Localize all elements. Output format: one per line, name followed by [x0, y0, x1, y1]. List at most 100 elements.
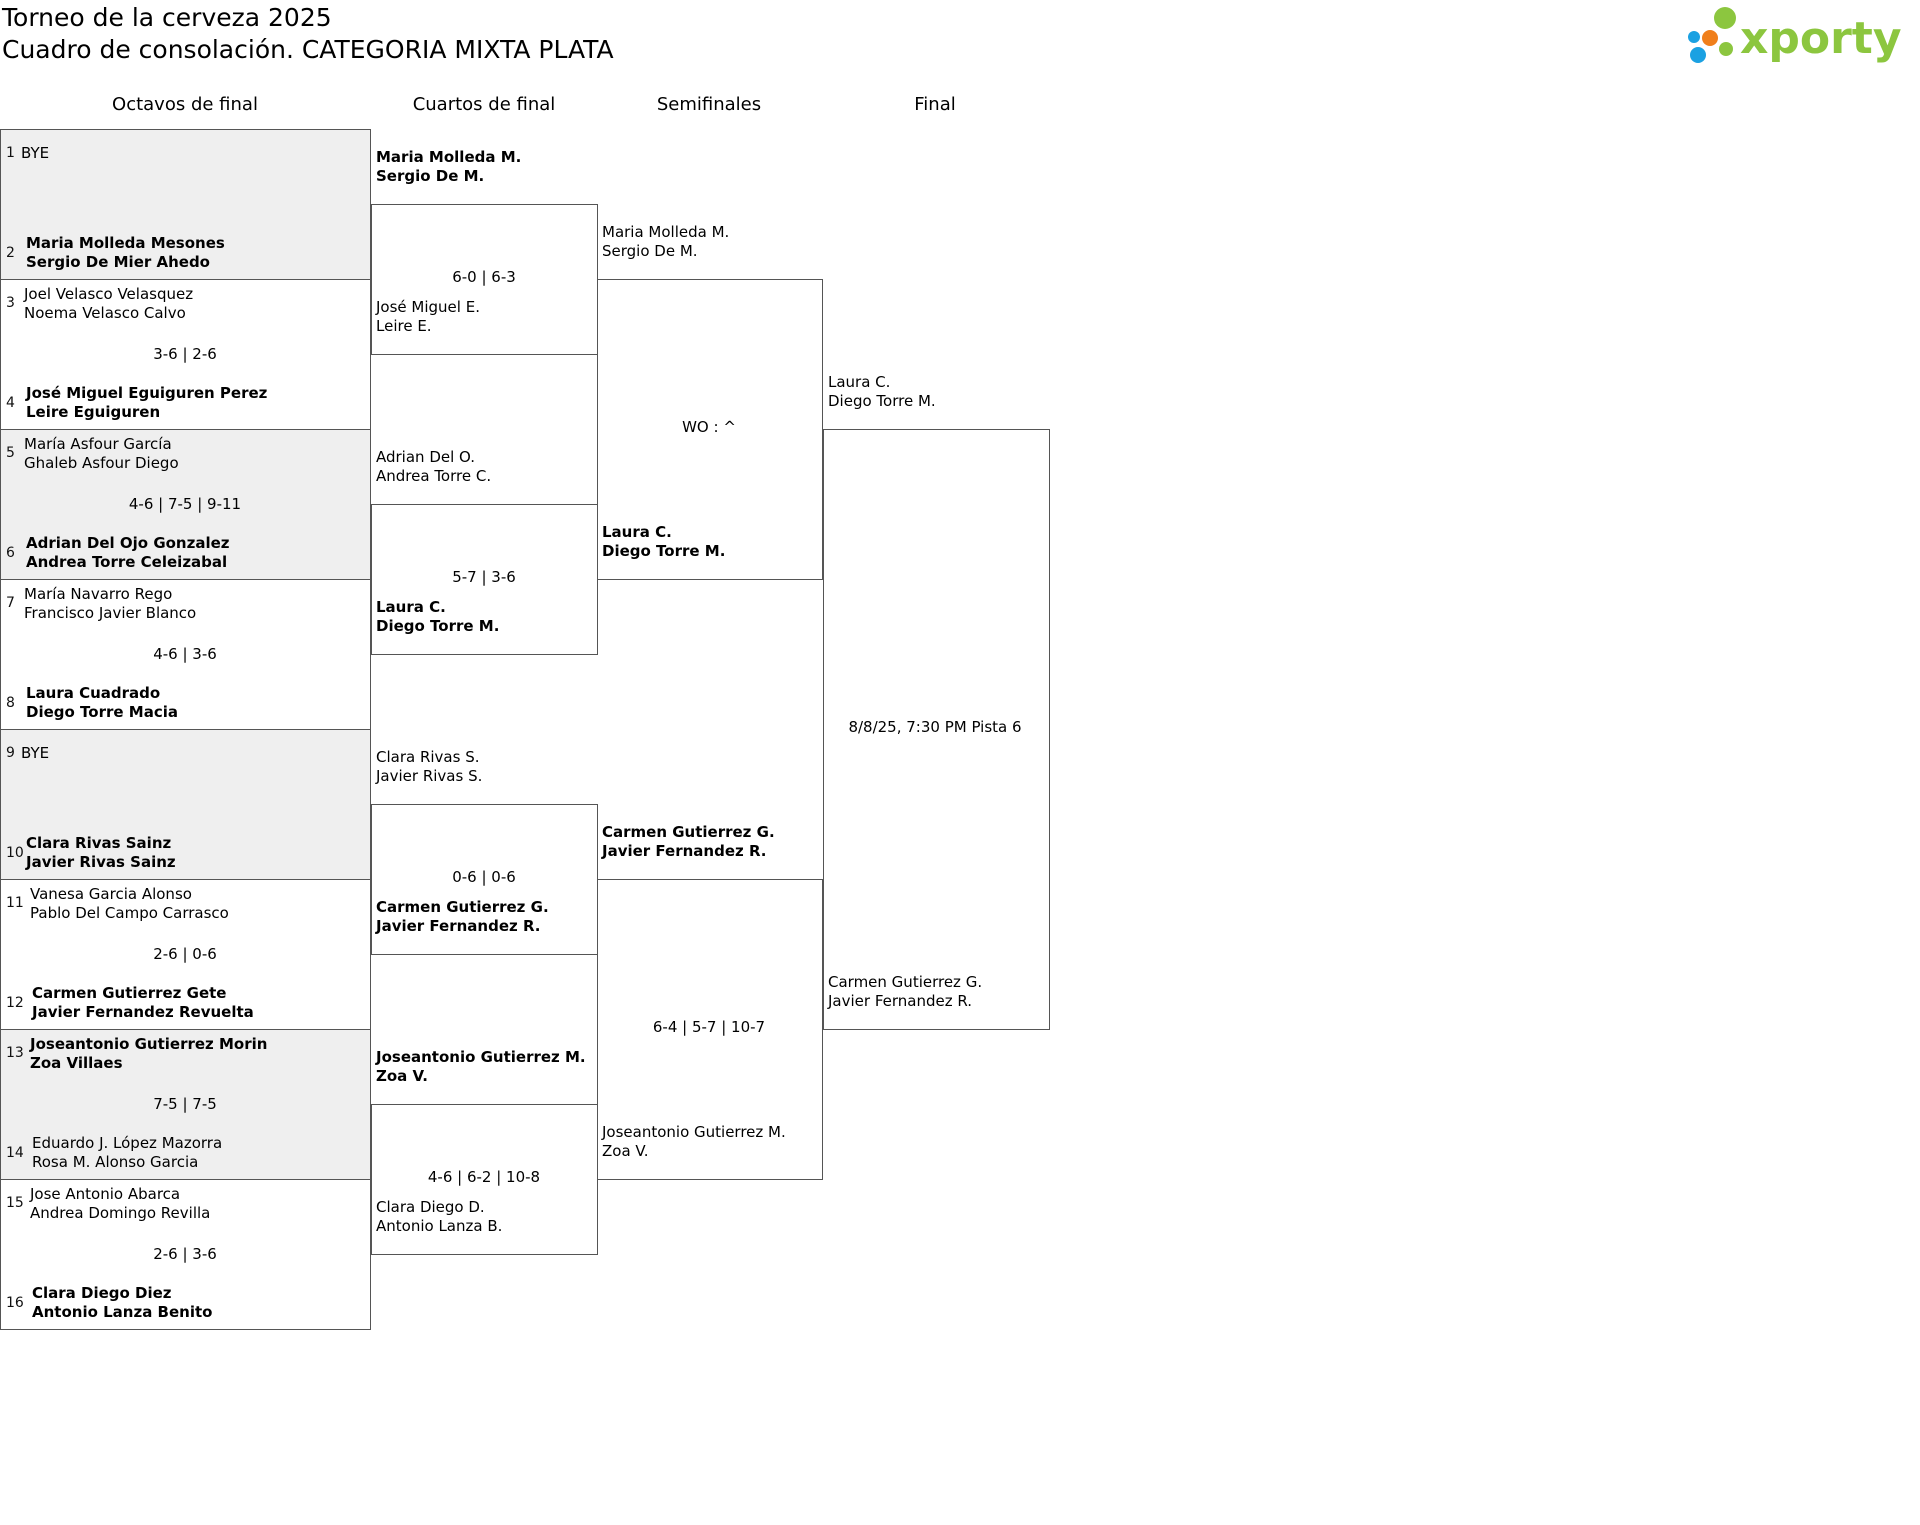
- seed-number: 13: [6, 1045, 24, 1061]
- seed-number: 16: [6, 1295, 24, 1311]
- player-name: BYE: [21, 144, 50, 162]
- player-name: Javier Fernandez R.: [602, 842, 767, 860]
- player-name: BYE: [21, 744, 50, 762]
- player-name: Leire E.: [376, 317, 432, 335]
- seed-number: 4: [6, 395, 15, 411]
- player-name: Diego Torre M.: [376, 617, 500, 635]
- team-bottom: Clara Diego D.Antonio Lanza B.: [376, 1198, 502, 1236]
- player-name: Laura C.: [828, 373, 891, 391]
- player-name: Diego Torre M.: [602, 542, 726, 560]
- seed-number: 1: [6, 145, 15, 161]
- page-subtitle: Cuadro de consolación. CATEGORIA MIXTA P…: [2, 35, 614, 64]
- team-top: Joseantonio Gutierrez M.Zoa V.: [376, 1048, 586, 1086]
- match-octavos-8: [0, 1179, 371, 1330]
- match-final-1: [823, 429, 1050, 1030]
- player-name: Adrian Del Ojo Gonzalez: [26, 534, 230, 552]
- player-name: Javier Rivas Sainz: [26, 853, 176, 871]
- player-name: Carmen Gutierrez G.: [376, 898, 549, 916]
- seed-number: 6: [6, 545, 15, 561]
- player-name: Sergio De M.: [376, 167, 485, 185]
- team-top: Adrian Del O.Andrea Torre C.: [376, 448, 491, 486]
- player-name: Laura Cuadrado: [26, 684, 161, 702]
- match-score: 4-6 | 6-2 | 10-8: [427, 1168, 541, 1186]
- match-score: 6-4 | 5-7 | 10-7: [652, 1018, 766, 1036]
- seed-number: 7: [6, 595, 15, 611]
- team-bottom: José Miguel E.Leire E.: [376, 298, 480, 336]
- team-top: Maria Molleda M.Sergio De M.: [376, 148, 521, 186]
- player-name: Javier Rivas S.: [376, 767, 483, 785]
- player-name: Antonio Lanza Benito: [32, 1303, 213, 1321]
- player-name: Carmen Gutierrez Gete: [32, 984, 227, 1002]
- seed-number: 8: [6, 695, 15, 711]
- team-bottom: Laura C.Diego Torre M.: [602, 523, 725, 561]
- logo-dot-blue-small: [1688, 31, 1700, 43]
- player-name: Sergio De Mier Ahedo: [26, 253, 210, 271]
- team-bottom: Joseantonio Gutierrez M.Zoa V.: [602, 1123, 786, 1161]
- xporty-logo: xporty: [1688, 7, 1902, 64]
- player-name: Andrea Domingo Revilla: [30, 1204, 211, 1222]
- match-score: 2-6 | 3-6: [153, 1245, 217, 1263]
- round-header-0: Octavos de final: [112, 94, 258, 115]
- round-header-3: Final: [914, 94, 956, 115]
- player-name: María Asfour García: [24, 435, 172, 453]
- logo-text: xporty: [1740, 13, 1902, 64]
- match-schedule: 8/8/25, 7:30 PM Pista 6: [848, 718, 1022, 736]
- logo-dot-blue: [1690, 47, 1706, 63]
- match-score: 3-6 | 2-6: [153, 345, 217, 363]
- player-name: Carmen Gutierrez G.: [828, 973, 983, 991]
- player-name: Clara Rivas Sainz: [26, 834, 172, 852]
- player-name: Noema Velasco Calvo: [24, 304, 186, 322]
- player-name: Andrea Torre C.: [376, 467, 492, 485]
- team-bottom: Carmen Gutierrez G.Javier Fernandez R.: [828, 973, 982, 1011]
- player-name: Javier Fernandez R.: [376, 917, 541, 935]
- seed-number: 5: [6, 445, 15, 461]
- player-name: Clara Diego D.: [376, 1198, 485, 1216]
- seed-number: 12: [6, 995, 24, 1011]
- player-name: Joel Velasco Velasquez: [24, 285, 194, 303]
- seed-number: 11: [6, 895, 24, 911]
- player-name: Leire Eguiguren: [26, 403, 161, 421]
- team-top: Maria Molleda M.Sergio De M.: [602, 223, 729, 261]
- seed-number: 2: [6, 245, 15, 261]
- match-octavos-1: [0, 129, 371, 280]
- player-name: Diego Torre Macia: [26, 703, 178, 721]
- player-name: Vanesa Garcia Alonso: [30, 885, 192, 903]
- seed-number: 10: [6, 845, 24, 861]
- player-name: Diego Torre M.: [828, 392, 936, 410]
- player-name: Joseantonio Gutierrez Morin: [30, 1035, 268, 1053]
- player-name: Clara Rivas S.: [376, 748, 480, 766]
- match-octavos-7: [0, 1029, 371, 1180]
- team-bottom: Carmen Gutierrez G.Javier Fernandez R.: [376, 898, 549, 936]
- player-name: José Miguel Eguiguren Perez: [26, 384, 268, 402]
- match-score: 7-5 | 7-5: [153, 1095, 217, 1113]
- player-name: Laura C.: [602, 523, 672, 541]
- match-score: 6-0 | 6-3: [452, 268, 516, 286]
- team-top: Clara Rivas S.Javier Rivas S.: [376, 748, 482, 786]
- player-name: Zoa Villaes: [30, 1054, 123, 1072]
- player-name: Laura C.: [376, 598, 446, 616]
- match-score: 0-6 | 0-6: [452, 868, 516, 886]
- match-score: 2-6 | 0-6: [153, 945, 217, 963]
- match-score: WO : ^: [682, 418, 736, 436]
- player-name: María Navarro Rego: [24, 585, 173, 603]
- player-name: Andrea Torre Celeizabal: [26, 553, 228, 571]
- player-name: Francisco Javier Blanco: [24, 604, 197, 622]
- logo-dot-green-small: [1719, 42, 1733, 56]
- match-score: 4-6 | 7-5 | 9-11: [128, 495, 242, 513]
- match-score: 5-7 | 3-6: [452, 568, 516, 586]
- player-name: Maria Molleda Mesones: [26, 234, 225, 252]
- seed-number: 3: [6, 295, 15, 311]
- round-header-1: Cuartos de final: [412, 94, 556, 115]
- player-name: Sergio De M.: [602, 242, 698, 260]
- player-name: Rosa M. Alonso Garcia: [32, 1153, 199, 1171]
